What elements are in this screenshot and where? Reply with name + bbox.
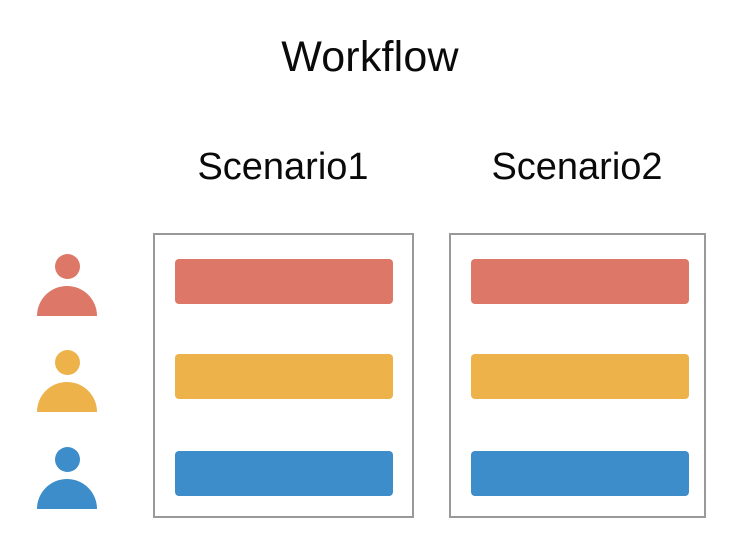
person-body-icon [37, 479, 97, 509]
task-bar-row-2 [175, 354, 393, 399]
person-head-icon [55, 254, 80, 279]
person-head-icon [55, 447, 80, 472]
person-icon-row-2 [37, 350, 97, 420]
task-bar-row-3 [175, 451, 393, 496]
person-icon-row-1 [37, 254, 97, 324]
scenario2-panel [449, 233, 706, 518]
person-icon-row-3 [37, 447, 97, 517]
person-head-icon [55, 350, 80, 375]
task-bar-row-2 [471, 354, 689, 399]
page-title: Workflow [281, 33, 459, 81]
scenario1-panel [153, 233, 414, 518]
task-bar-row-1 [471, 259, 689, 304]
person-body-icon [37, 382, 97, 412]
column-header-scenario1: Scenario1 [197, 146, 369, 188]
task-bar-row-1 [175, 259, 393, 304]
column-header-scenario2: Scenario2 [491, 146, 663, 188]
person-body-icon [37, 286, 97, 316]
task-bar-row-3 [471, 451, 689, 496]
